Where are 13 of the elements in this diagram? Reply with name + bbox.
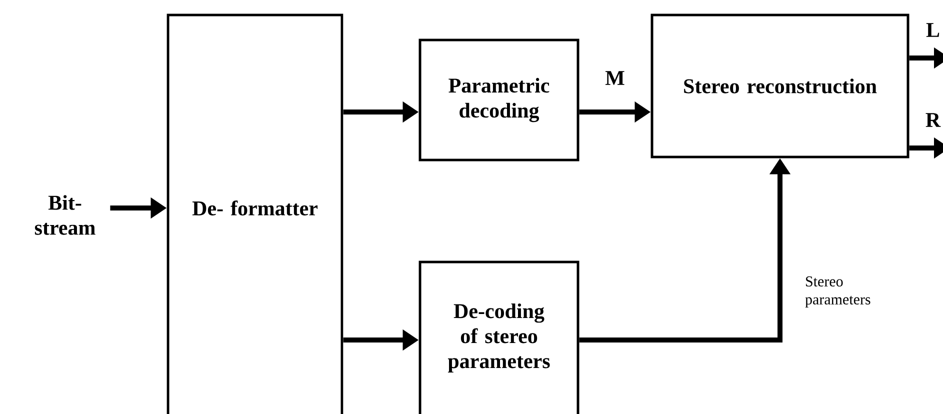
box-label: De-coding of stereo parameters <box>448 303 550 372</box>
input-label: Bit- stream <box>34 195 96 235</box>
edge-label: R <box>926 113 941 127</box>
edge-label: L <box>926 23 940 37</box>
process-box <box>650 14 910 158</box>
process-box <box>166 14 344 414</box>
process-box <box>418 38 580 162</box>
box-label: Stereo reconstruction <box>684 78 877 94</box>
edge-label: M <box>605 71 624 85</box>
box-label: Parametric decoding <box>448 78 550 122</box>
box-label: De- formatter <box>192 200 318 216</box>
edge-label: Stereo parameters <box>805 276 870 308</box>
process-box <box>418 260 580 414</box>
